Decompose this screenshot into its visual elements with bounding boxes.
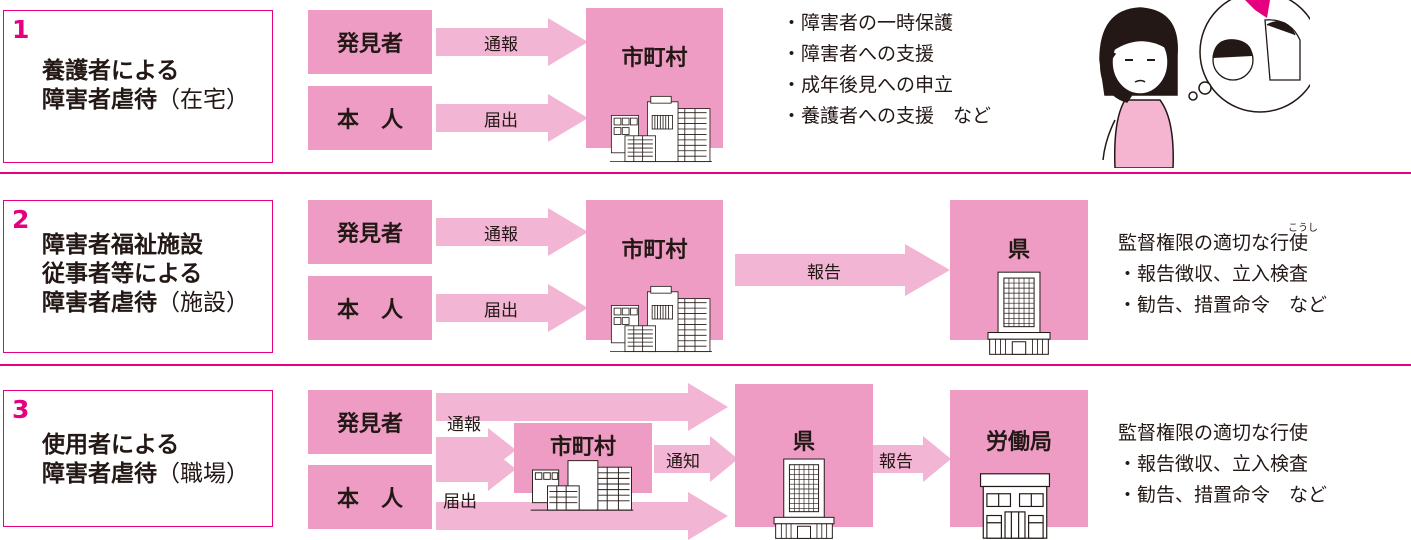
case-1-action-1: ・障害者の一時保護 bbox=[782, 12, 954, 34]
phone-caller-illustration-icon bbox=[1099, 0, 1310, 168]
case-3-long-top-arrow bbox=[436, 383, 728, 431]
case-2-box: 2 障害者福祉施設 従事者等による 障害者虐待（施設） bbox=[3, 200, 273, 353]
case-3-notify-arrow bbox=[436, 447, 516, 491]
case-2-actions: 監督権限の適切な行使 ・報告徴収、立入検査 ・勧告、措置命令 など bbox=[1118, 228, 1327, 321]
case-3-number: 3 bbox=[12, 395, 30, 424]
case-2-title-line-3: 障害者虐待 bbox=[42, 290, 157, 316]
case-1-title-line-1: 養護者による bbox=[42, 58, 180, 84]
case-1-recipient-label: 市町村 bbox=[621, 46, 688, 71]
case-2-self-box: 本 人 bbox=[308, 276, 432, 340]
case-1-actions: ・障害者の一時保護 ・障害者への支援 ・成年後見への申立 ・養護者への支援 など bbox=[782, 8, 991, 132]
city-hall-building-icon bbox=[586, 95, 736, 163]
row-divider-2 bbox=[0, 364, 1411, 366]
city-hall-building-icon bbox=[586, 285, 736, 353]
case-3-mid-label: 通知 bbox=[666, 451, 700, 472]
case-1-notify-arrow: 届出 bbox=[436, 94, 588, 142]
case-3-mid2-label: 報告 bbox=[879, 451, 913, 472]
case-3-reporter-box: 発見者 bbox=[308, 390, 432, 454]
case-3-mid2-arrow: 報告 bbox=[873, 436, 951, 482]
case-3-notify-label: 届出 bbox=[443, 492, 477, 512]
case-1-report-arrow: 通報 bbox=[436, 18, 588, 66]
case-3-mid-arrow: 通知 bbox=[654, 436, 738, 482]
case-3-actions: 監督権限の適切な行使 ・報告徴収、立入検査 ・勧告、措置命令 など bbox=[1118, 418, 1327, 511]
case-2-notify-arrow: 届出 bbox=[436, 284, 588, 332]
case-3-box: 3 使用者による 障害者虐待（職場） bbox=[3, 390, 273, 527]
case-1-action-2: ・障害者への支援 bbox=[782, 43, 935, 65]
case-1-self-box: 本 人 bbox=[308, 86, 432, 150]
case-1-title: 養護者による 障害者虐待（在宅） bbox=[42, 57, 249, 115]
case-3-action-1: ・報告徴収、立入検査 bbox=[1118, 453, 1309, 475]
case-2-notify-label: 届出 bbox=[484, 300, 518, 321]
case-2-mid-arrow: 報告 bbox=[735, 244, 950, 296]
case-3-second-label: 県 bbox=[792, 430, 815, 455]
case-3-third-label: 労働局 bbox=[985, 430, 1052, 455]
case-1-action-3: ・成年後見への申立 bbox=[782, 74, 954, 96]
case-3-title: 使用者による 障害者虐待（職場） bbox=[42, 431, 249, 489]
case-1-title-suffix: （在宅） bbox=[157, 87, 249, 113]
case-3-self-box: 本 人 bbox=[308, 465, 432, 529]
case-2-reporter-box: 発見者 bbox=[308, 200, 432, 264]
case-2-number: 2 bbox=[12, 205, 30, 234]
case-2-action-2: ・勧告、措置命令 など bbox=[1118, 294, 1328, 316]
case-2-title-suffix: （施設） bbox=[157, 290, 249, 316]
labor-bureau-building-icon bbox=[975, 472, 1055, 540]
case-1-report-label: 通報 bbox=[484, 34, 518, 55]
case-2-actions-head: 監督権限の適切な行使 bbox=[1118, 232, 1309, 254]
case-2-title-line-1: 障害者福祉施設 bbox=[42, 232, 203, 258]
case-3-long-bottom-arrow bbox=[436, 492, 728, 540]
row-divider-1 bbox=[0, 172, 1411, 174]
case-2-action-1: ・報告徴収、立入検査 bbox=[1118, 263, 1309, 285]
case-3-title-line-2: 障害者虐待 bbox=[42, 461, 157, 487]
case-3-title-line-1: 使用者による bbox=[42, 432, 180, 458]
case-3-recipient-label: 市町村 bbox=[549, 435, 616, 460]
case-2-report-arrow: 通報 bbox=[436, 208, 588, 256]
case-1-box: 1 養護者による 障害者虐待（在宅） bbox=[3, 10, 273, 163]
prefecture-building-icon bbox=[764, 455, 844, 540]
prefecture-building-icon bbox=[979, 268, 1059, 356]
case-1-title-line-2: 障害者虐待 bbox=[42, 87, 157, 113]
case-1-action-4: ・養護者への支援 など bbox=[782, 105, 992, 127]
case-1-number: 1 bbox=[12, 15, 30, 44]
case-2-title-line-2: 従事者等による bbox=[42, 261, 203, 287]
case-3-action-2: ・勧告、措置命令 など bbox=[1118, 484, 1328, 506]
case-3-title-suffix: （職場） bbox=[157, 461, 249, 487]
case-2-title: 障害者福祉施設 従事者等による 障害者虐待（施設） bbox=[42, 231, 249, 318]
case-2-recipient-label: 市町村 bbox=[621, 238, 688, 263]
city-hall-building-icon bbox=[530, 456, 634, 512]
case-2-mid-label: 報告 bbox=[807, 262, 841, 283]
case-1-reporter-box: 発見者 bbox=[308, 10, 432, 74]
case-2-report-label: 通報 bbox=[484, 224, 518, 245]
case-3-actions-head: 監督権限の適切な行使 bbox=[1118, 422, 1309, 444]
case-1-notify-label: 届出 bbox=[484, 110, 518, 131]
case-2-second-label: 県 bbox=[1007, 238, 1030, 263]
case-3-report-label: 通報 bbox=[447, 415, 481, 435]
case-2-ruby: こうし bbox=[1288, 223, 1318, 234]
